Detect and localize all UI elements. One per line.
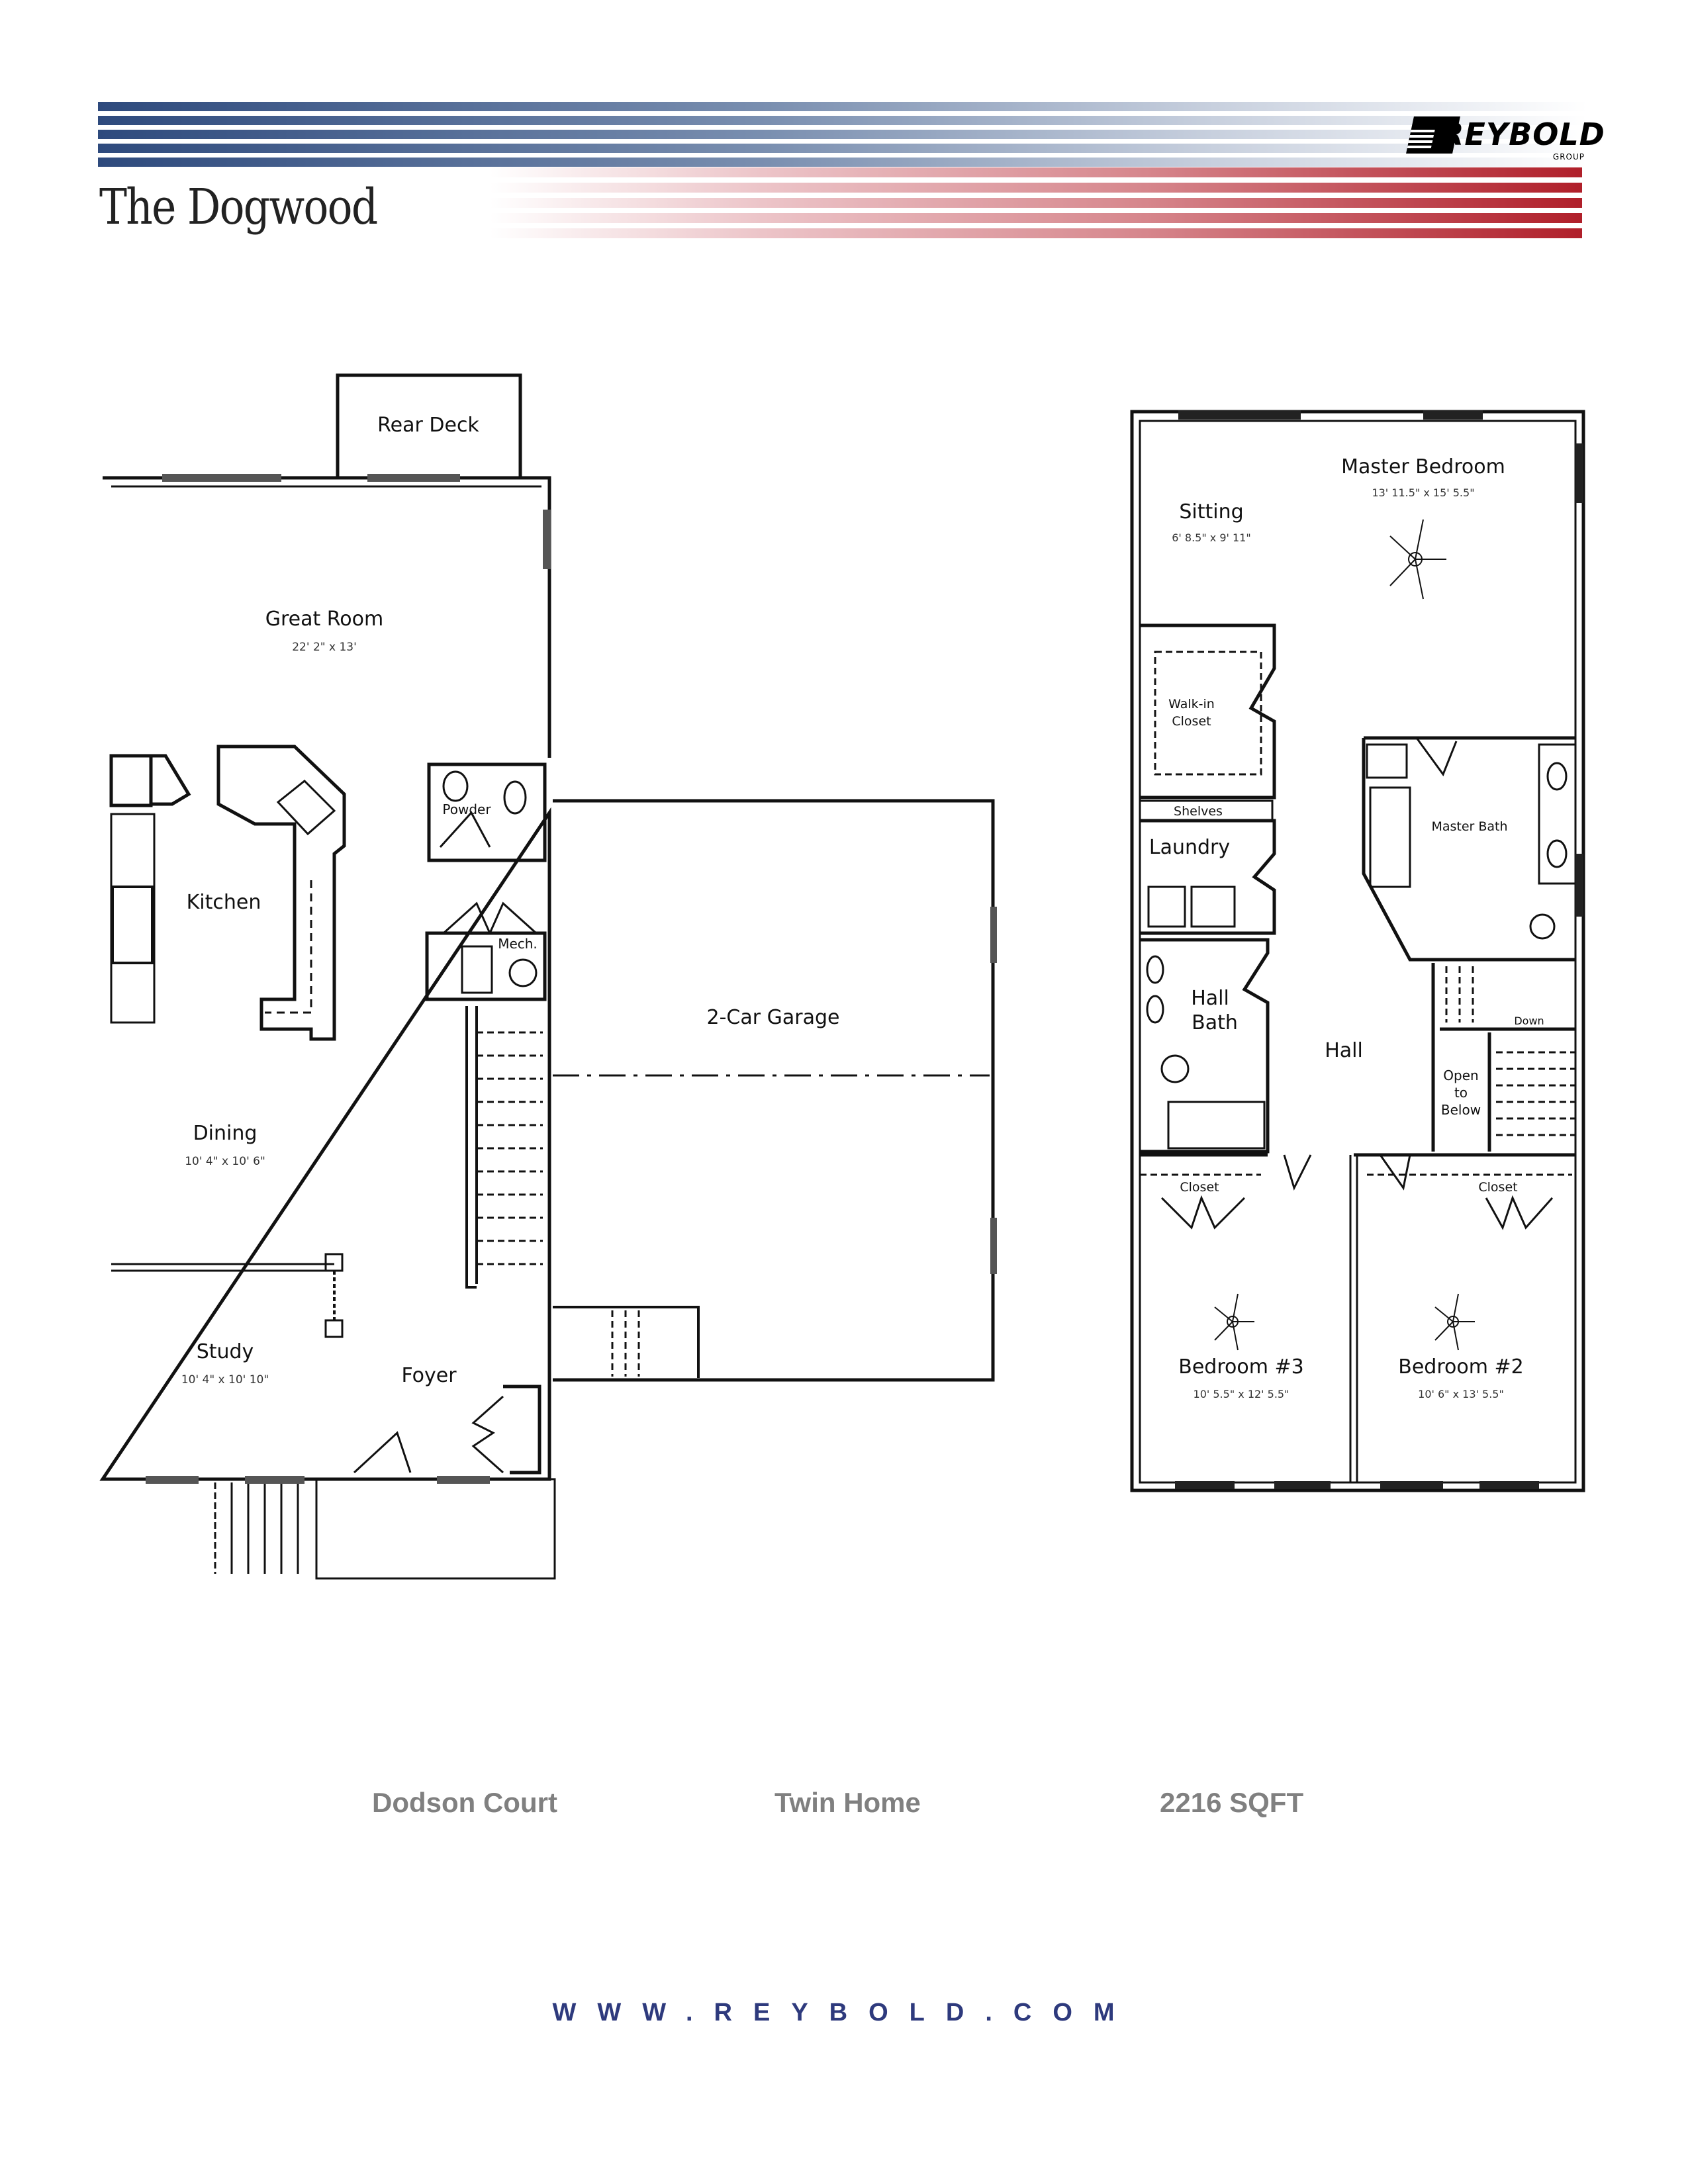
header-blue-stripes — [98, 102, 1587, 171]
bedroom2-label: Bedroom #2 — [1398, 1355, 1523, 1379]
powder-label: Powder — [442, 801, 491, 817]
bedroom2-dims: 10' 6" x 13' 5.5" — [1418, 1388, 1504, 1400]
hall-bath-label-1: Hall — [1191, 987, 1229, 1010]
walk-in-closet-label-2: Closet — [1172, 714, 1211, 729]
open-below-label-3: Below — [1441, 1102, 1481, 1118]
open-below-label-2: to — [1454, 1085, 1468, 1101]
garage-label: 2-Car Garage — [707, 1006, 840, 1029]
hall-bath-label-2: Bath — [1192, 1011, 1238, 1034]
foyer-label: Foyer — [401, 1364, 457, 1387]
hall-label: Hall — [1325, 1039, 1363, 1062]
rear-deck-label: Rear Deck — [377, 414, 479, 437]
logo-name: REYBOLD — [1440, 116, 1605, 152]
great-room-dims: 22' 2" x 13' — [292, 641, 357, 654]
bedroom3-label: Bedroom #3 — [1178, 1355, 1303, 1379]
open-below-label-1: Open — [1443, 1068, 1478, 1083]
website-link[interactable]: WWW.REYBOLD.COM — [552, 1999, 1136, 2026]
laundry-label: Laundry — [1149, 836, 1230, 859]
home-type: Twin Home — [774, 1787, 921, 1818]
header-red-stripes — [490, 167, 1582, 244]
master-bath-label: Master Bath — [1431, 819, 1507, 834]
reybold-logo: REYBOLD GROUP — [1406, 111, 1605, 164]
closet-right-label: Closet — [1478, 1180, 1517, 1195]
study-label: Study — [197, 1340, 254, 1363]
great-room-label: Great Room — [265, 608, 384, 631]
shelves-label: Shelves — [1174, 804, 1223, 819]
sitting-dims: 6' 8.5" x 9' 11" — [1172, 531, 1251, 544]
logo-sub: GROUP — [1552, 152, 1585, 161]
mech-label: Mech. — [498, 936, 538, 952]
dining-dims: 10' 4" x 10' 6" — [185, 1155, 265, 1168]
stair-down-label: Down — [1514, 1015, 1544, 1027]
first-floor-plan: Rear Deck Great Room 22' 2" x 13' Kitche… — [0, 0, 1026, 1588]
dining-label: Dining — [193, 1122, 258, 1145]
master-bedroom-label: Master Bedroom — [1341, 455, 1505, 478]
page-title: The Dogwood — [99, 179, 378, 236]
study-dims: 10' 4" x 10' 10" — [181, 1373, 269, 1387]
closet-left-label: Closet — [1180, 1180, 1219, 1195]
walk-in-closet-label-1: Walk-in — [1168, 697, 1215, 711]
sitting-label: Sitting — [1179, 500, 1243, 523]
master-bedroom-dims: 13' 11.5" x 15' 5.5" — [1372, 486, 1474, 499]
kitchen-label: Kitchen — [187, 891, 261, 914]
community-name: Dodson Court — [372, 1787, 557, 1818]
bedroom3-dims: 10' 5.5" x 12' 5.5" — [1194, 1388, 1289, 1400]
home-info-row: Dodson Court Twin Home 2216 SQFT — [0, 1787, 1688, 1827]
square-footage: 2216 SQFT — [1160, 1787, 1304, 1818]
ceiling-fan-icon — [1214, 519, 1475, 1351]
